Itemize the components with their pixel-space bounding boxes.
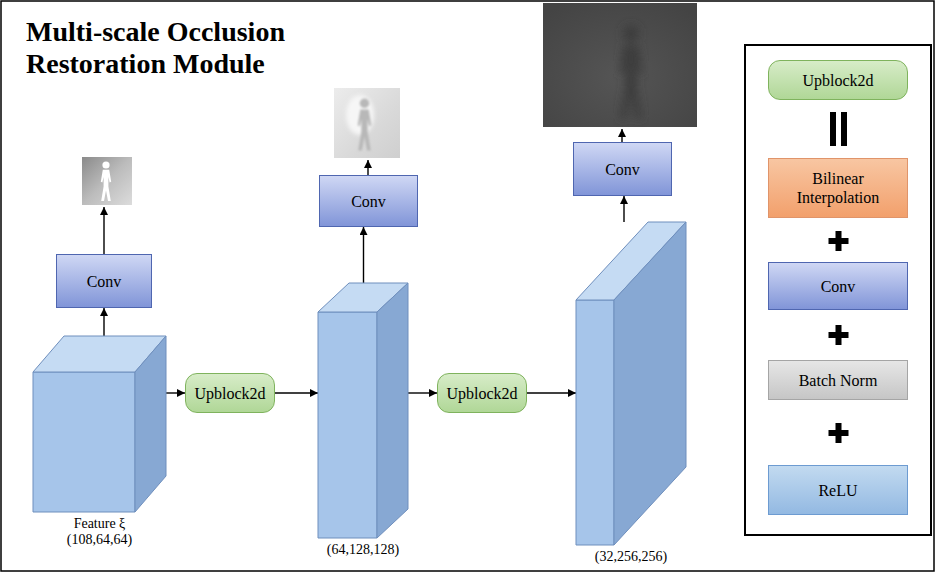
output-arrow [621, 129, 622, 142]
batchnorm-box: Batch Norm [768, 360, 908, 400]
box-label: Conv [351, 192, 386, 211]
plus-symbol [829, 325, 849, 345]
flow-arrow [166, 392, 185, 393]
flow-arrow [527, 392, 576, 393]
box-label: Bilinear Interpolation [777, 169, 899, 207]
image-ground [543, 3, 697, 127]
flow-arrow [103, 308, 104, 336]
cube-side [377, 283, 408, 538]
image-ground [334, 88, 400, 158]
dimension-label: (64,128,128) [278, 542, 448, 558]
box-label: Upblock2d [446, 384, 517, 403]
dimension-label: (108,64,64) [0, 532, 206, 548]
output-image-large [543, 3, 697, 127]
flow-arrow [275, 392, 318, 393]
output-arrow [367, 160, 368, 175]
person-silhouette [101, 161, 111, 201]
equals-bar [841, 112, 847, 146]
shape-label: (32,256,256) [536, 549, 726, 565]
plus-symbol [829, 423, 849, 443]
box-label: Upblock2d [802, 71, 873, 90]
definition-panel [745, 45, 931, 535]
flow-arrow [623, 196, 624, 222]
relu-box: ReLU [768, 465, 908, 515]
cube-drawing [576, 222, 686, 545]
dimension-label: Feature ξ [0, 516, 206, 532]
flow-arrow [408, 392, 437, 393]
cube-drawing [33, 336, 166, 512]
diagram-title: Multi-scale Occlusion Restoration Module [26, 16, 366, 80]
cube-front [33, 372, 135, 512]
cube-side [135, 336, 166, 512]
person-silhouette [358, 99, 372, 151]
equals-bar [830, 112, 836, 146]
box-label: ReLU [818, 481, 857, 500]
feature-cube: (32,256,256) [576, 222, 686, 545]
shape-label: Feature ξ(108,64,64) [0, 516, 206, 548]
conv-box: Conv [319, 175, 418, 227]
cube-front [576, 300, 614, 545]
flow-arrow [363, 227, 364, 283]
box-label: Conv [605, 160, 640, 179]
upblock-box: Upblock2d [185, 373, 275, 413]
output-arrow [103, 207, 104, 254]
box-label: Batch Norm [799, 371, 878, 390]
box-label: Upblock2d [194, 384, 265, 403]
output-image-small [82, 157, 132, 205]
person-silhouette [619, 25, 644, 119]
upblock-box: Upblock2d [768, 60, 908, 100]
conv-box: Conv [573, 142, 672, 196]
shape-label: (64,128,128) [278, 542, 448, 558]
image-ground [82, 157, 132, 205]
conv-box: Conv [768, 262, 908, 310]
conv-box: Conv [56, 254, 152, 308]
feature-cube: (64,128,128) [318, 283, 408, 538]
cube-side [614, 222, 686, 545]
interpolation-box: Bilinear Interpolation [768, 158, 908, 218]
upblock-box: Upblock2d [437, 373, 527, 413]
box-label: Conv [821, 277, 856, 296]
box-label: Conv [87, 272, 122, 291]
cube-front [318, 312, 377, 538]
plus-symbol [829, 231, 849, 251]
feature-cube: Feature ξ(108,64,64) [33, 336, 166, 512]
cube-drawing [318, 283, 408, 538]
dimension-label: (32,256,256) [536, 549, 726, 565]
output-image-medium [334, 88, 400, 158]
